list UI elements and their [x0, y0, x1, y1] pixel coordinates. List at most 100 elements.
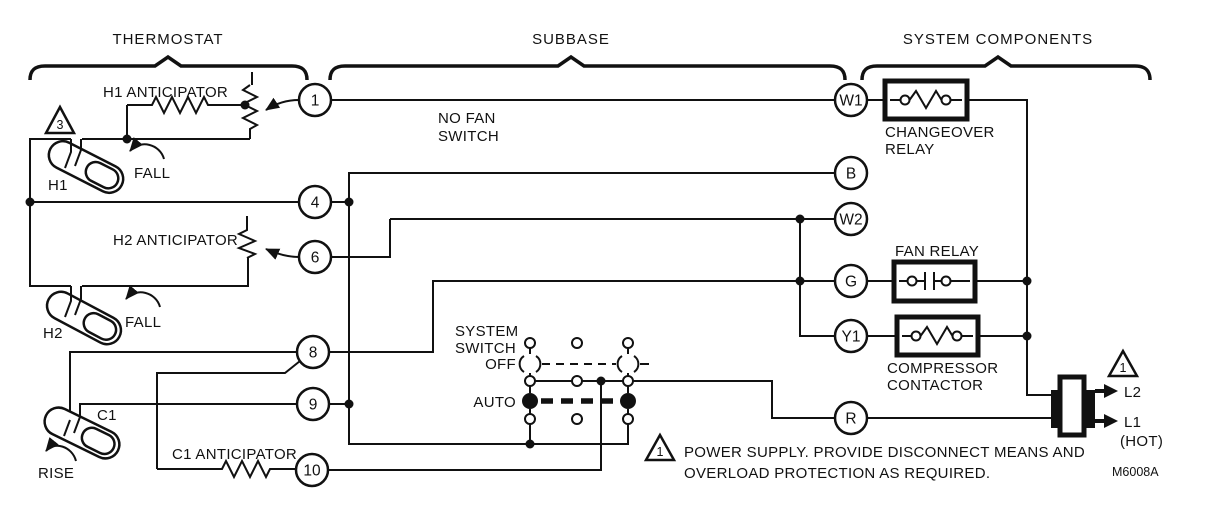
- h2-potentiometer: [236, 216, 258, 259]
- switch-contact: [571, 413, 583, 425]
- transformer-core: [1057, 374, 1087, 438]
- terminal-y1: [833, 318, 869, 354]
- power-supply-note-line2: OVERLOAD PROTECTION AS REQUIRED.: [684, 465, 990, 482]
- transformer: [1051, 374, 1118, 438]
- transformer-left-bar: [1051, 390, 1060, 428]
- switch-contact: [622, 375, 634, 387]
- hot-label: (HOT): [1120, 433, 1163, 450]
- h2-anticipator-label: H2 ANTICIPATOR: [113, 232, 238, 249]
- ref-triangle-1-transformer: 1: [1106, 348, 1140, 378]
- l2-arrowhead: [1104, 384, 1118, 398]
- brace-subbase: [328, 54, 847, 81]
- ref-triangle-1-note: 1: [643, 432, 677, 462]
- triangle-1-transformer-shape: [1106, 348, 1140, 378]
- wire-10-to-switch: [328, 381, 602, 471]
- changeover-relay: [882, 78, 970, 122]
- relay-contact-circle: [899, 94, 911, 106]
- switch-off-contact-right: [616, 355, 640, 373]
- terminal-6-label: 6: [311, 250, 320, 267]
- terminal-w2-label: W2: [839, 212, 862, 229]
- h2-bulb-right-line: [82, 258, 249, 287]
- junction-dots: [25, 100, 1032, 449]
- model-number-label: M6008A: [1112, 465, 1159, 479]
- junction-dot: [344, 197, 354, 207]
- terminal-1-label: 1: [311, 93, 320, 110]
- terminal-b: [833, 155, 869, 191]
- switch-contact: [524, 337, 536, 349]
- switch-contact: [622, 337, 634, 349]
- junction-dot: [25, 197, 35, 207]
- system-switch-label-line1: SYSTEM: [455, 323, 518, 340]
- terminal-r-label: R: [845, 411, 856, 428]
- terminal-8: [295, 334, 331, 370]
- no-fan-switch-label-line2: SWITCH: [438, 128, 499, 145]
- terminal-1: [297, 82, 333, 118]
- wire-switch-to-r: [525, 380, 835, 419]
- changeover-relay-label-line1: CHANGEOVER: [885, 124, 995, 141]
- transformer-right-bar: [1086, 390, 1095, 428]
- switch-off-contact-left: [518, 355, 542, 373]
- l2-label: L2: [1124, 384, 1141, 401]
- h2-fall-label: FALL: [125, 314, 161, 331]
- terminal-9: [295, 386, 331, 422]
- c1-bulb-label: C1: [97, 407, 117, 424]
- wire-8-to-c1-anticipator: [156, 360, 301, 469]
- h1-wiper-arrow: [265, 97, 300, 111]
- brace-thermostat: [28, 54, 309, 81]
- system-switch: [518, 337, 649, 425]
- wire-w2-g-y1-vertical: [799, 219, 835, 337]
- h1-anticipator-label: H1 ANTICIPATOR: [103, 84, 228, 101]
- junction-dot: [795, 214, 805, 224]
- h2-wiper-arrow: [265, 248, 300, 260]
- triangle-1-note-shape: [643, 432, 677, 462]
- terminal-6: [297, 239, 333, 275]
- switch-off-label: OFF: [485, 356, 516, 373]
- switch-contact: [571, 375, 583, 387]
- section-title-thermostat: THERMOSTAT: [112, 31, 223, 48]
- terminals: 1 4 6 8 9 10 W1 B W2 G Y1 R: [294, 82, 869, 488]
- c1-anticipator-label: C1 ANTICIPATOR: [172, 446, 297, 463]
- c1-rise-label: RISE: [38, 465, 74, 482]
- junction-dot: [1022, 276, 1032, 286]
- c1-anticipator-resistor: [157, 458, 296, 480]
- junction-dot: [122, 134, 132, 144]
- section-title-subbase: SUBBASE: [532, 31, 610, 48]
- no-fan-switch-label-line1: NO FAN: [438, 110, 496, 127]
- terminal-b-label: B: [846, 166, 856, 183]
- h1-bulb-label: H1: [48, 177, 68, 194]
- junction-dot: [344, 399, 354, 409]
- junction-dot: [1022, 331, 1032, 341]
- terminal-10: [294, 452, 330, 488]
- c1-electrodes: [63, 416, 81, 437]
- terminal-y1-label: Y1: [842, 329, 861, 346]
- terminal-4-label: 4: [311, 195, 320, 212]
- h1-electrodes: [64, 139, 82, 169]
- junction-dot: [596, 376, 606, 386]
- h1-fall-arrow: [129, 137, 165, 160]
- brace-system-components: [860, 54, 1152, 81]
- changeover-relay-label-line2: RELAY: [885, 141, 935, 158]
- c1-bulb-mercury: [80, 426, 116, 456]
- fan-relay-label: FAN RELAY: [895, 243, 979, 260]
- terminal-10-label: 10: [303, 463, 321, 480]
- power-supply-note-line1: POWER SUPPLY. PROVIDE DISCONNECT MEANS A…: [684, 444, 1085, 461]
- terminal-w1: [833, 82, 869, 118]
- h1-potentiometer: [240, 72, 260, 139]
- section-title-system-components: SYSTEM COMPONENTS: [903, 31, 1093, 48]
- fan-relay-contact: [899, 272, 970, 290]
- compressor-contactor-coil: [902, 325, 973, 346]
- relay-contact-circle: [940, 275, 952, 287]
- h2-fall-arrow: [125, 285, 161, 308]
- left-bus: [29, 138, 71, 287]
- switch-ticks: [529, 348, 629, 414]
- terminal-w2: [833, 201, 869, 237]
- triangle-1-note-label: 1: [657, 445, 664, 459]
- triangle-3-shape: [43, 104, 77, 135]
- h1-mercury-bulb: [47, 139, 125, 195]
- terminal-8-label: 8: [309, 345, 318, 362]
- h1-fall-label: FALL: [134, 165, 170, 182]
- h2-electrodes: [64, 286, 82, 318]
- switch-contact: [524, 375, 536, 387]
